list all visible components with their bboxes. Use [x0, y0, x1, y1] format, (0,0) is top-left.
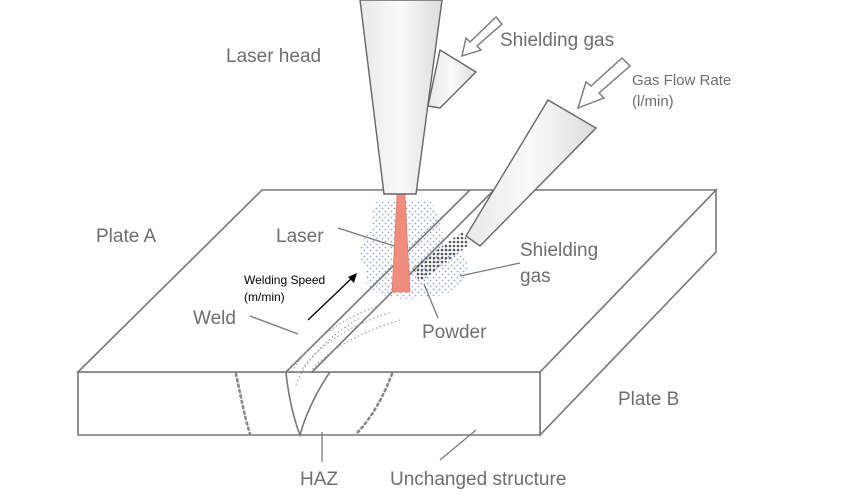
gas-inflow-arrow-top [461, 15, 503, 58]
side-gas-nozzle [427, 48, 478, 109]
label-shielding-gas-top: Shielding gas [500, 30, 614, 51]
laser-pointer [337, 227, 395, 247]
label-welding-speed: Welding Speed [244, 273, 325, 287]
label-gas-flow-rate-unit: (l/min) [632, 93, 674, 110]
label-unchanged-structure: Unchanged structure [390, 469, 566, 490]
weld-cross-section [234, 304, 401, 438]
label-haz: HAZ [300, 469, 338, 490]
label-gas-flow-rate: Gas Flow Rate [632, 72, 731, 89]
haz-boundary-right [354, 372, 394, 436]
powder-stream [412, 232, 470, 282]
laser-head-nozzle [359, 0, 478, 195]
label-laser: Laser [276, 226, 324, 247]
powder-feed-nozzle [465, 99, 598, 247]
weld-bead-outline [285, 371, 331, 438]
label-plate-a: Plate A [96, 226, 157, 247]
label-laser-head: Laser head [226, 46, 321, 67]
label-shielding-gas-side: Shielding [520, 240, 598, 261]
weld-pointer [249, 315, 299, 335]
label-shielding-gas-side-2: gas [520, 266, 551, 287]
shielding-gas-cloud [360, 200, 469, 299]
label-welding-speed-unit: (m/min) [244, 290, 285, 304]
welding-speed-arrow [307, 273, 357, 321]
plate-front-face [77, 371, 541, 436]
gas-flow-arrow-right [576, 57, 632, 110]
haz-boundary-left [234, 372, 252, 436]
label-weld: Weld [193, 308, 236, 329]
label-powder: Powder [422, 322, 487, 343]
label-plate-b: Plate B [618, 389, 679, 410]
shielding-gas-pointer [459, 262, 521, 277]
powder-pointer [423, 283, 439, 319]
unchanged-structure-pointer [439, 429, 477, 461]
